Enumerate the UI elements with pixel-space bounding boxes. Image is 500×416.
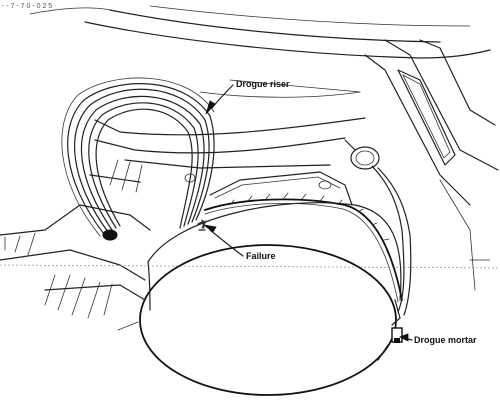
failure-mark xyxy=(197,219,207,231)
horizontal-beams xyxy=(89,79,366,183)
drogue-riser-callout: Drogue riser xyxy=(205,79,290,115)
retaining-band xyxy=(204,192,403,326)
reference-line xyxy=(0,264,500,269)
header-code: - - 7 - 7 0 - 0 2 5 xyxy=(2,3,52,10)
label-failure: Failure xyxy=(246,251,276,261)
left-panel-structure xyxy=(0,159,151,331)
failure-callout: Failure xyxy=(203,224,276,261)
outer-structure-arcs xyxy=(29,5,491,59)
label-drogue-riser: Drogue riser xyxy=(236,79,290,89)
label-drogue-mortar: Drogue mortar xyxy=(414,335,477,345)
right-frame-structure xyxy=(364,39,499,291)
mortar-can xyxy=(139,202,402,396)
mortar-fitting xyxy=(344,139,412,316)
drogue-riser-bundle xyxy=(61,77,215,241)
mortar-connector xyxy=(377,327,403,361)
drogue-mortar-callout: Drogue mortar xyxy=(399,333,477,345)
